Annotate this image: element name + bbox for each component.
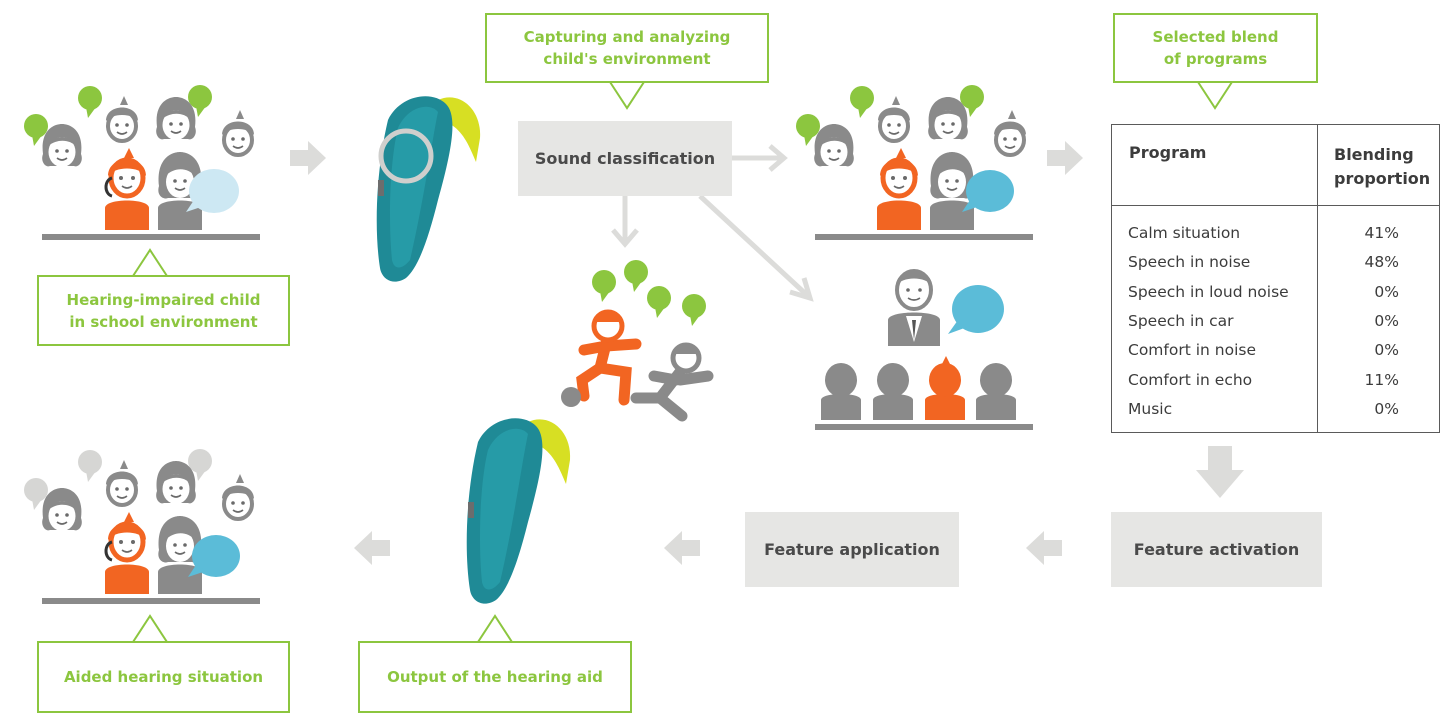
blending-proportion: 48% xyxy=(1364,253,1399,272)
callout-line: child's environment xyxy=(543,50,711,68)
header-line: Blending xyxy=(1334,145,1414,164)
hearing-aid-input xyxy=(376,96,481,282)
arrow-application-to-output xyxy=(664,531,700,565)
table-row: Comfort in noise 0% xyxy=(1112,336,1439,365)
program-name: Comfort in echo xyxy=(1128,370,1253,389)
program-name: Comfort in noise xyxy=(1128,341,1257,360)
box-label: Feature activation xyxy=(1133,540,1300,559)
arrow-to-hearing-aid xyxy=(290,141,326,175)
school-scene-top-right xyxy=(796,85,1033,240)
table-row: Speech in noise 48% xyxy=(1112,248,1439,277)
callout-line: in school environment xyxy=(69,312,258,331)
header-program: Program xyxy=(1129,143,1207,162)
callout-pointer-aided xyxy=(132,614,168,643)
callout-line: of programs xyxy=(1163,50,1268,68)
callout-pointer-hearing-impaired xyxy=(132,248,168,277)
program-blend-table: Program Blending proportion Calm situati… xyxy=(1111,124,1440,433)
table-row: Music 0% xyxy=(1112,395,1439,424)
table-row: Comfort in echo 11% xyxy=(1112,366,1439,395)
program-name: Speech in noise xyxy=(1128,253,1251,272)
callout-hearing-impaired: Hearing-impaired child in school environ… xyxy=(37,275,290,346)
hearing-aid-output xyxy=(466,418,571,604)
arrow-down-to-activation xyxy=(1196,446,1244,498)
callout-pointer-output xyxy=(477,614,513,643)
program-name: Music xyxy=(1128,399,1173,418)
column-divider xyxy=(1317,125,1318,432)
table-row: Calm situation 41% xyxy=(1112,219,1439,248)
header-line: proportion xyxy=(1334,169,1431,188)
header-blending-proportion: Blending proportion xyxy=(1334,143,1430,191)
callout-pointer-selected-blend xyxy=(1197,81,1233,110)
arrow-activation-to-application xyxy=(1026,531,1062,565)
arrow-output-to-aided xyxy=(354,531,390,565)
arrow-to-table xyxy=(1047,141,1083,175)
feature-activation-box: Feature activation xyxy=(1111,512,1322,587)
program-name: Speech in loud noise xyxy=(1128,282,1289,301)
callout-output: Output of the hearing aid xyxy=(358,641,632,713)
blending-proportion: 0% xyxy=(1374,399,1399,418)
callout-pointer-capturing xyxy=(609,81,645,110)
blending-proportion: 11% xyxy=(1364,370,1399,389)
callout-line: Selected blend xyxy=(1152,28,1279,46)
callout-selected-blend: Selected blend of programs xyxy=(1113,13,1318,83)
callout-line: Capturing and analyzing xyxy=(523,28,731,46)
blending-proportion: 0% xyxy=(1374,282,1399,301)
school-scene-top-left xyxy=(24,85,260,240)
table-header: Program Blending proportion xyxy=(1112,125,1439,206)
playground-scene xyxy=(561,260,714,422)
box-label: Sound classification xyxy=(534,149,716,168)
classroom-scene xyxy=(815,269,1033,430)
box-label: Feature application xyxy=(764,540,940,559)
callout-aided: Aided hearing situation xyxy=(37,641,290,713)
program-name: Calm situation xyxy=(1128,224,1241,242)
callout-line: Output of the hearing aid xyxy=(387,668,603,686)
callout-capturing: Capturing and analyzing child's environm… xyxy=(485,13,769,83)
table-row: Speech in loud noise 0% xyxy=(1112,278,1439,307)
blending-proportion: 0% xyxy=(1374,341,1399,360)
table-row: Speech in car 0% xyxy=(1112,307,1439,336)
feature-application-box: Feature application xyxy=(745,512,959,587)
classification-arrows xyxy=(611,144,814,302)
callout-line: Hearing-impaired child xyxy=(66,290,261,309)
sound-classification-box: Sound classification xyxy=(518,121,732,196)
blending-proportion: 0% xyxy=(1374,311,1399,330)
program-name: Speech in car xyxy=(1128,311,1234,330)
callout-line: Aided hearing situation xyxy=(63,668,264,686)
school-scene-aided xyxy=(24,449,260,604)
blending-proportion: 41% xyxy=(1364,224,1399,242)
